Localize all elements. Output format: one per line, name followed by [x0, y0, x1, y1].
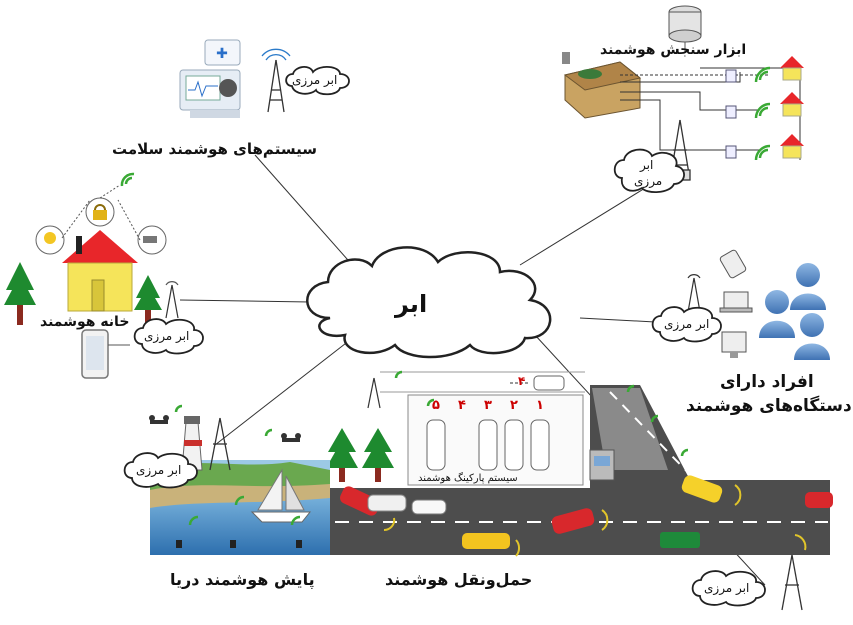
- edge-cloud-meter-label-2: مرزی: [634, 174, 663, 188]
- house-icon-meter-3: [780, 134, 804, 159]
- person-icon: [759, 290, 795, 338]
- edge-cloud-meter-label-1: ابر: [640, 158, 654, 172]
- sea-signals: [174, 404, 301, 526]
- gate-booth-icon: [589, 449, 615, 481]
- smartphone-icon: [81, 329, 130, 379]
- parked-car: [478, 419, 498, 471]
- phone-icon: [719, 249, 747, 279]
- parked-car: [530, 419, 550, 471]
- vehicle-cars: [340, 475, 833, 549]
- sea-scene: [150, 460, 330, 555]
- smart-meter-devices: [725, 69, 737, 159]
- water-tank-icon: [668, 5, 702, 52]
- edge-cloud-transport-label: ابر مرزی: [704, 581, 750, 595]
- signal-icon: [120, 172, 135, 187]
- edge-cloud-people-label: ابر مرزی: [664, 317, 710, 331]
- lightbulb-icon: [35, 225, 65, 255]
- edge-cloud-health: [285, 66, 350, 96]
- edge-cloud-sea: [123, 452, 198, 489]
- parking-slot-number: ۱: [536, 398, 544, 413]
- lock-icon: [85, 197, 115, 227]
- edge-tower-icon: [209, 417, 231, 471]
- health-label: سیستم‌های هوشمند سلامت: [112, 140, 317, 158]
- house-icon-meter-1: [780, 56, 804, 81]
- person-icon: [790, 263, 826, 310]
- edge-cloud-home: [133, 318, 204, 355]
- people-label-line2: دستگاه‌های هوشمند: [686, 396, 852, 416]
- edge-tower-icon: [165, 281, 179, 319]
- meter-label: ابزار سنجش هوشمند: [600, 42, 747, 58]
- parked-car: [504, 419, 524, 471]
- home-label: خانه هوشمند: [40, 314, 130, 330]
- person-icon: [794, 313, 830, 360]
- edge-tower-icon: [261, 48, 291, 113]
- desktop-icon: [721, 331, 747, 358]
- pine-tree-icon: [134, 275, 162, 326]
- parking-slot-number: ۴: [458, 398, 466, 413]
- parking-slot-number: ۳: [484, 398, 492, 413]
- parking-slot-number: ۲: [510, 398, 518, 413]
- svg-text:✚: ✚: [216, 46, 228, 62]
- parking-lane-number: ۴: [518, 374, 526, 388]
- people-label-line1: افراد دارای: [720, 372, 814, 392]
- edge-tower-icon: [367, 377, 381, 409]
- transport-label: حمل‌ونقل هوشمند: [385, 570, 533, 589]
- edge-tower-icon: [687, 274, 701, 313]
- pine-tree-icon: [326, 428, 358, 482]
- edge-cloud-home-label: ابر مرزی: [144, 329, 190, 343]
- central-cloud-label: ابر: [395, 290, 428, 318]
- central-cloud: [306, 246, 552, 359]
- road-sensor-waves: [383, 484, 807, 557]
- edge-cloud-people: [651, 306, 722, 343]
- house-icon: [62, 230, 138, 312]
- edge-cloud-health-label: ابر مرزی: [292, 73, 338, 87]
- parking-cars: [426, 419, 550, 471]
- signal-icons-meter: [754, 66, 771, 161]
- drone-icon: [281, 433, 301, 442]
- house-icon-meter-2: [780, 92, 804, 117]
- edge-cloud-sea-label: ابر مرزی: [136, 463, 182, 477]
- road-signals: [394, 370, 689, 457]
- treatment-plant-icon: [562, 52, 642, 119]
- parking-slot-number: ۵: [432, 398, 440, 413]
- sailboat-icon: [250, 468, 312, 523]
- pine-tree-icon: [362, 428, 394, 482]
- pine-tree-icon: [4, 262, 36, 325]
- parked-car: [426, 419, 446, 471]
- laptop-icon: [719, 291, 753, 313]
- edge-cloud-transport: [691, 570, 766, 607]
- edge-tower-icon: [781, 554, 803, 611]
- parking-label: سیستم پارکینگ هوشمند: [418, 473, 518, 484]
- camera-icon: [137, 225, 167, 255]
- sea-label: پایش هوشمند دریا: [170, 570, 315, 589]
- health-icon: ✚: [179, 39, 241, 118]
- meter-pipes: [620, 67, 801, 160]
- edge-cloud-meter: [613, 148, 685, 193]
- drone-icon: [149, 415, 169, 424]
- buoy-icons: [176, 540, 302, 548]
